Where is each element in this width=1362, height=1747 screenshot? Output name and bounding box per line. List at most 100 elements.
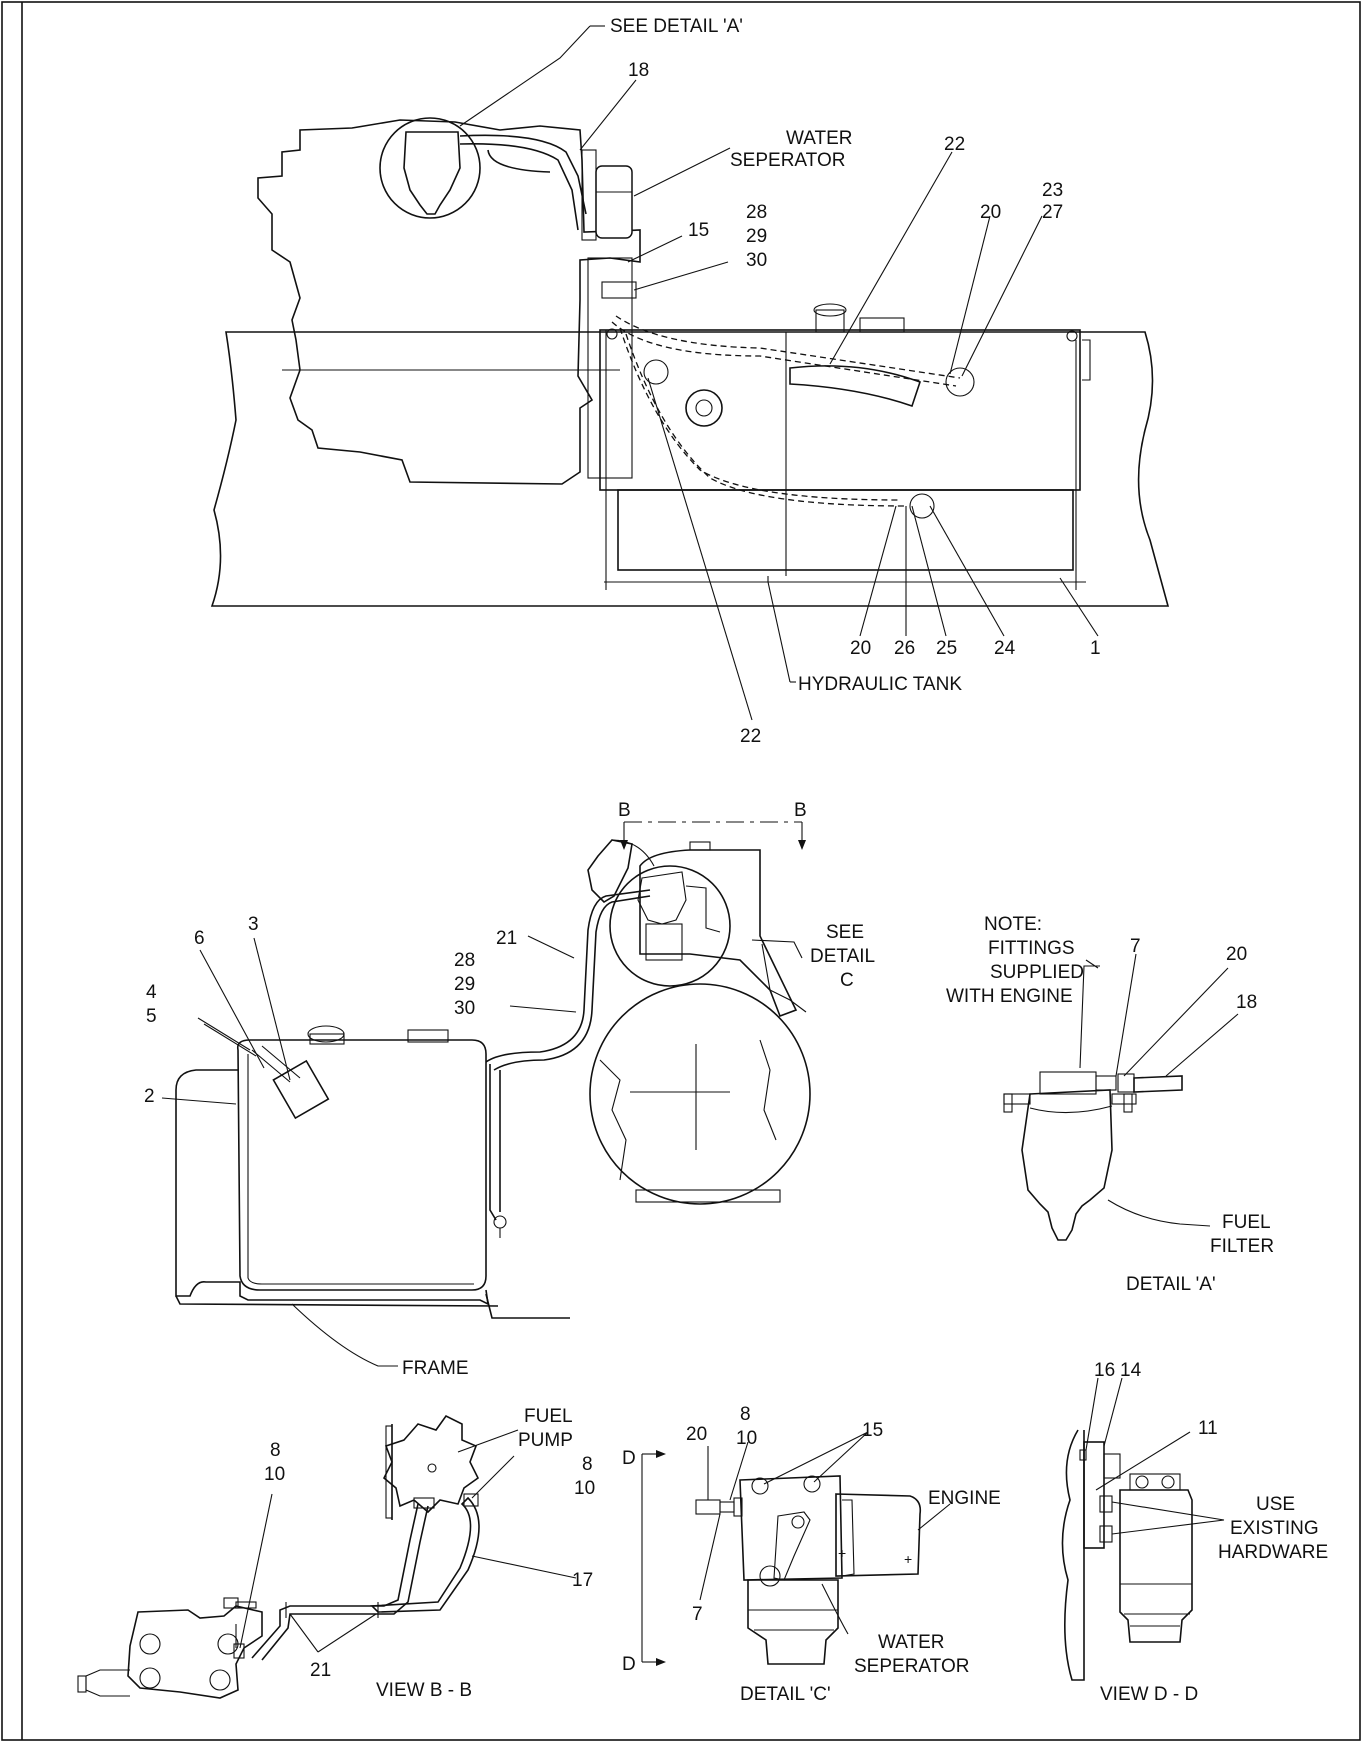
drain-valve: [493, 1215, 507, 1229]
detail-c-title: DETAIL 'C': [740, 1684, 831, 1705]
callout-27: 27: [1042, 202, 1063, 223]
view-dd: 16 14 11 USE EXISTING HARDWARE VIEW D - …: [1061, 1360, 1328, 1705]
callout-22-bottom: 22: [740, 726, 761, 747]
callout-15: 15: [688, 220, 709, 241]
callout-6: 6: [194, 928, 205, 949]
label-fuel-pump-l1: FUEL: [524, 1406, 573, 1427]
callout-26: 26: [894, 638, 915, 659]
detail-c-fitting: [695, 1499, 721, 1515]
mount-plate: [587, 257, 633, 479]
callout-20-detail-a: 20: [1226, 944, 1247, 965]
side-fuel-filter: [587, 839, 633, 904]
engine-outline: [257, 119, 641, 485]
label-see-detail-c-l2: DETAIL: [810, 946, 875, 967]
label-water-separator-l1: WATER: [786, 128, 853, 149]
detail-c-engine: [835, 1493, 922, 1577]
callout-23: 23: [1042, 180, 1063, 201]
callout-20-top: 20: [980, 202, 1001, 223]
label-fuel-pump-l2: PUMP: [518, 1430, 573, 1451]
label-fuel-filter-l1: FUEL: [1222, 1212, 1271, 1233]
detail-a-title: DETAIL 'A': [1126, 1274, 1216, 1295]
detail-a-fitting: [1095, 1075, 1117, 1091]
separator-bracket-side: [637, 871, 687, 925]
side-view: B B: [144, 800, 875, 1379]
view-bb: FUEL PUMP 8 10 8 10 17 21 VIEW B - B: [77, 1406, 595, 1701]
main-fuel-filter: [403, 131, 461, 215]
view-bb-title: VIEW B - B: [376, 1680, 472, 1701]
callout-30-side: 30: [454, 998, 475, 1019]
callout-28-main: 28: [746, 202, 767, 223]
label-see-detail-c-l1: SEE: [826, 922, 864, 943]
callout-22-top: 22: [944, 134, 965, 155]
view-dd-title: VIEW D - D: [1100, 1684, 1198, 1705]
label-use-existing-l2: EXISTING: [1230, 1518, 1319, 1539]
bracket-dd: [1083, 1441, 1105, 1549]
label-see-detail-c-l3: C: [840, 970, 854, 991]
detail-c-view: D D + + 20 8 10 15 7 ENGINE: [622, 1404, 1001, 1705]
callout-18-detail-a: 18: [1236, 992, 1257, 1013]
callout-4: 4: [146, 982, 157, 1003]
tank-cap: [815, 309, 845, 333]
callout-25: 25: [936, 638, 957, 659]
label-detail-c-separator-l2: SEPERATOR: [854, 1656, 969, 1677]
callout-7-detail-a: 7: [1130, 936, 1141, 957]
fuel-line-side-1: [485, 889, 651, 1063]
callout-3: 3: [248, 914, 259, 935]
supply-line-dashed: [619, 327, 901, 501]
detail-a-view: NOTE: FITTINGS SUPPLIED WITH ENGINE 7 20…: [946, 914, 1274, 1295]
fuel-line-17: [370, 1496, 480, 1613]
section-d-bottom: D: [622, 1654, 636, 1675]
callout-18: 18: [628, 60, 649, 81]
callout-20-detail-c: 20: [686, 1424, 707, 1445]
callout-10-bb-right: 10: [574, 1478, 595, 1499]
callout-21-bb: 21: [310, 1660, 331, 1681]
label-use-existing-l3: HARDWARE: [1218, 1542, 1328, 1563]
fuel-tank-outline: [236, 1039, 487, 1291]
section-b-right: B: [794, 800, 807, 821]
callout-24: 24: [994, 638, 1016, 659]
callout-16: 16: [1094, 1360, 1115, 1381]
callout-17: 17: [572, 1570, 593, 1591]
label-see-detail-a: SEE DETAIL 'A': [610, 16, 743, 37]
frame-outline: [210, 331, 1170, 607]
hydraulic-tank-lower: [617, 489, 1074, 571]
section-d-top: D: [622, 1448, 636, 1469]
callout-2: 2: [144, 1086, 155, 1107]
fuel-sender: [272, 1059, 330, 1120]
filter-base-bb: [127, 1605, 263, 1699]
callout-8-bb-left: 8: [270, 1440, 281, 1461]
frame-side-outline: [175, 1069, 490, 1306]
callout-10-detail-c: 10: [736, 1428, 757, 1449]
label-frame: FRAME: [402, 1358, 469, 1379]
callout-5: 5: [146, 1006, 157, 1027]
callout-21-side: 21: [496, 928, 517, 949]
leader-see-detail-a: [459, 25, 591, 127]
return-line-dashed-1: [615, 315, 961, 379]
label-hydraulic-tank: HYDRAULIC TANK: [798, 674, 962, 695]
callout-30-main: 30: [746, 250, 767, 271]
callout-11: 11: [1198, 1418, 1218, 1439]
label-water-separator-l2: SEPERATOR: [730, 150, 845, 171]
label-engine: ENGINE: [928, 1488, 1001, 1509]
engine-wall-dd: [1061, 1429, 1085, 1681]
detail-c-water-separator: [747, 1579, 839, 1665]
section-b-left: B: [618, 800, 631, 821]
callout-7-detail-c: 7: [692, 1604, 703, 1625]
label-fuel-filter-l2: FILTER: [1210, 1236, 1274, 1257]
detail-c-circle: [609, 865, 731, 987]
callout-10-bb-left: 10: [264, 1464, 285, 1485]
detail-a-circle: [379, 117, 481, 219]
callout-29-side: 29: [454, 974, 475, 995]
label-detail-c-separator-l1: WATER: [878, 1632, 945, 1653]
svg-text:+: +: [904, 1551, 912, 1567]
detail-a-fuel-line: [1133, 1075, 1183, 1093]
label-use-existing-l1: USE: [1256, 1494, 1295, 1515]
hydraulic-tank-top: [599, 329, 1081, 491]
callout-20-bottom: 20: [850, 638, 871, 659]
note-line-2: FITTINGS: [988, 938, 1075, 959]
separator-bracket: [581, 149, 597, 241]
note-line-4: WITH ENGINE: [946, 986, 1073, 1007]
